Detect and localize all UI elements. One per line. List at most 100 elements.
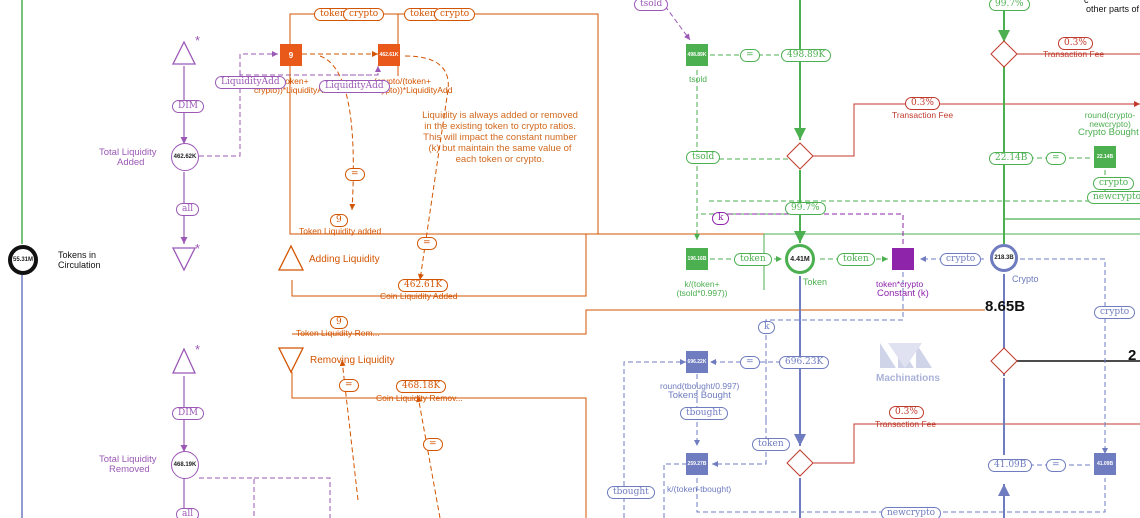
- tbought-pill-2[interactable]: tbought: [607, 486, 655, 499]
- total-liquidity-added-line1: Total Liquidity: [99, 147, 157, 158]
- total-liquidity-added-pool[interactable]: 462.62K: [171, 143, 199, 171]
- coin-added-register-value: 462.61K: [379, 52, 399, 58]
- tokens-out-register[interactable]: 259.27B: [686, 453, 708, 475]
- crypto-pool-value: 218.3B: [994, 255, 1014, 261]
- green-pct-top[interactable]: 99.7%: [989, 0, 1030, 11]
- green-pct-mid[interactable]: 99.7%: [785, 202, 826, 215]
- total-liquidity-removed-value: 468.19K: [173, 462, 197, 468]
- coin-added-label: Coin Liquidity Added: [380, 291, 458, 301]
- source-asterisk: *: [195, 33, 201, 48]
- crypto-sold-register[interactable]: 41.09B: [1094, 453, 1116, 475]
- fee-label-1: Transaction Fee: [892, 110, 954, 120]
- eq-tsold[interactable]: =: [740, 49, 760, 62]
- crypto-pill-bought[interactable]: crypto: [1093, 177, 1135, 190]
- crypto-pool[interactable]: 218.3B: [990, 244, 1018, 272]
- total-liquidity-added-value: 462.62K: [173, 154, 197, 160]
- tsold-pill-top[interactable]: tsold: [634, 0, 669, 11]
- token-pill-bought[interactable]: token: [752, 438, 790, 451]
- fee-pct-1[interactable]: 0.3%: [905, 97, 940, 110]
- crypto-pill-pool[interactable]: crypto: [940, 253, 982, 266]
- dim-label-added[interactable]: DIM: [172, 100, 204, 113]
- source-asterisk-removed: *: [195, 342, 201, 357]
- token-pill-pool-2[interactable]: token: [837, 253, 875, 266]
- fee-pct-top[interactable]: 0.3%: [1058, 37, 1093, 50]
- tokens-in-circulation-pool[interactable]: 55.31M: [8, 245, 38, 275]
- token-added-register-value: 9: [288, 50, 294, 60]
- circulation-label-line2: Circulation: [58, 260, 101, 270]
- token-added-value[interactable]: 9: [330, 214, 348, 227]
- crypto-pill-top-2[interactable]: crypto: [434, 8, 476, 21]
- k-pill-bought[interactable]: k: [758, 321, 776, 334]
- crypto-bought-register[interactable]: 22.14B: [1094, 146, 1116, 168]
- machinations-logo-icon: [880, 343, 932, 368]
- token-pill-top-2[interactable]: token: [404, 8, 442, 21]
- token-out-register-value: 196.16B: [687, 256, 707, 262]
- token-pool-value: 4.41M: [790, 255, 810, 263]
- total-liquidity-added-line2: Added: [117, 157, 145, 168]
- machinations-watermark: Machinations: [876, 373, 940, 384]
- crypto-pill-sold[interactable]: crypto: [1094, 306, 1136, 319]
- liquidity-note: Liquidity is always added or removed in …: [422, 110, 578, 165]
- tokens-bought-label: Tokens Bought: [668, 390, 731, 401]
- crypto-pill-top[interactable]: crypto: [343, 8, 385, 21]
- coin-removed-value[interactable]: 468.18K: [396, 380, 447, 393]
- token-removed-value[interactable]: 9: [330, 316, 348, 329]
- token-pool[interactable]: 4.41M: [785, 244, 815, 274]
- eq-coin-removed[interactable]: =: [423, 438, 443, 451]
- tokens-out-register-value: 259.27B: [687, 461, 707, 467]
- fee-label-top: Transaction Fee: [1043, 49, 1105, 59]
- token-pill-pool-1[interactable]: token: [734, 253, 772, 266]
- newcrypto-pill-sold[interactable]: newcrypto: [881, 507, 942, 518]
- constant-formula: token*crypto: [876, 279, 924, 289]
- tsold-register[interactable]: 498.89K: [686, 44, 708, 66]
- tsold-label: tsold: [689, 74, 707, 84]
- eq-coin-added[interactable]: =: [417, 237, 437, 250]
- total-liquidity-removed-line1: Total Liquidity: [99, 454, 157, 465]
- all-label-removed[interactable]: all: [176, 508, 200, 518]
- tsold-register-value: 498.89K: [687, 52, 707, 58]
- tokens-out-formula: k/(token-tbought): [667, 484, 732, 494]
- eq-crypto-sold[interactable]: =: [1046, 459, 1066, 472]
- tbought-pill[interactable]: tbought: [680, 407, 728, 420]
- crypto-sold-value[interactable]: 41.09B: [988, 459, 1033, 472]
- eq-tokens-bought[interactable]: =: [740, 356, 760, 369]
- liquidity-add-pill-1[interactable]: LiquidityAdd: [215, 76, 286, 89]
- removing-liquidity-label: Removing Liquidity: [310, 355, 395, 366]
- big-value-label: 8.65B: [985, 298, 1026, 315]
- dim-label-removed[interactable]: DIM: [172, 407, 204, 420]
- crypto-bought-value[interactable]: 22.14B: [989, 152, 1034, 165]
- tokens-bought-register-value: 696.22K: [687, 359, 707, 365]
- crypto-bought-formula: round(crypto- newcrypto): [1084, 110, 1136, 129]
- circulation-value: 55.31M: [12, 257, 33, 263]
- fee-pct-bottom[interactable]: 0.3%: [889, 406, 924, 419]
- eq-token-removed[interactable]: =: [339, 379, 359, 392]
- top-right-note-line2: other parts of: [1086, 4, 1140, 14]
- all-label-added[interactable]: all: [176, 203, 200, 216]
- token-out-register[interactable]: 196.16B: [686, 248, 708, 270]
- tsold-value[interactable]: 498.89K: [781, 49, 832, 62]
- coin-added-register[interactable]: 462.61K: [378, 44, 400, 66]
- coin-added-value[interactable]: 462.61K: [398, 279, 449, 292]
- token-pool-label: Token: [803, 277, 828, 287]
- total-liquidity-removed-pool[interactable]: 468.19K: [171, 451, 199, 479]
- token-added-register[interactable]: 9: [280, 44, 302, 66]
- eq-crypto-bought[interactable]: =: [1046, 152, 1066, 165]
- eq-token-added[interactable]: =: [345, 168, 365, 181]
- newcrypto-pill-bought[interactable]: newcrypto: [1087, 191, 1140, 204]
- fee-label-bottom: Transaction Fee: [875, 419, 937, 429]
- tsold-pill-2[interactable]: tsold: [686, 151, 721, 164]
- tokens-bought-formula: round(tbought/0.997): [660, 381, 740, 391]
- circulation-label-line1: Tokens in: [58, 250, 97, 260]
- tokens-bought-register[interactable]: 696.22K: [686, 351, 708, 373]
- k-pill-top[interactable]: k: [712, 212, 730, 225]
- drain-asterisk: *: [195, 241, 201, 256]
- token-added-label: Token Liquidity added: [299, 226, 382, 236]
- crypto-bought-label: Crypto Bought: [1078, 127, 1139, 138]
- constant-label: Constant (k): [877, 288, 929, 299]
- liquidity-add-pill-2[interactable]: LiquidityAdd: [319, 80, 390, 93]
- token-out-formula: k/(token+ (tsold*0.997)): [676, 279, 728, 298]
- constant-k-register[interactable]: [892, 248, 914, 270]
- adding-liquidity-label: Adding Liquidity: [309, 254, 380, 265]
- tokens-bought-value[interactable]: 696.23K: [779, 356, 830, 369]
